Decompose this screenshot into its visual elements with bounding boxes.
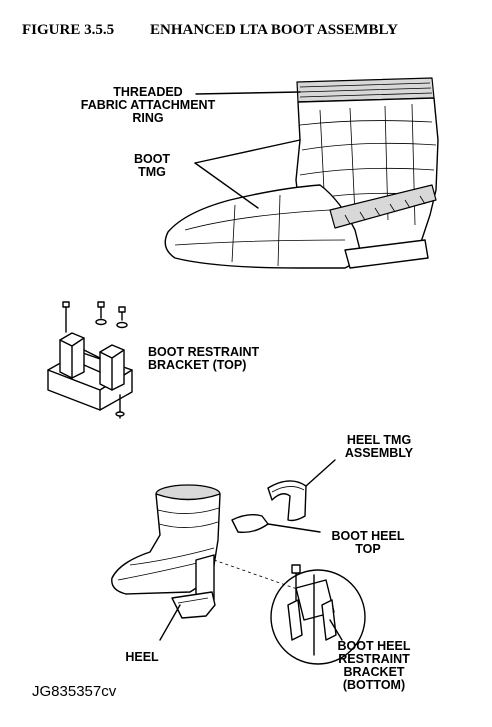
- drawing-code: JG835357cv: [32, 683, 117, 700]
- label-heel: HEEL: [125, 650, 159, 664]
- label-threaded-fabric-attachment-ring: THREADED FABRIC ATTACHMENT RING: [80, 85, 216, 125]
- label-boot-heel-top: BOOT HEEL TOP: [331, 529, 405, 556]
- figure-title: FIGURE 3.5.5 ENHANCED LTA BOOT ASSEMBLY: [22, 22, 482, 39]
- figure-caption: ENHANCED LTA BOOT ASSEMBLY: [150, 22, 399, 38]
- label-boot-tmg: BOOT TMG: [133, 152, 171, 179]
- boot-tmg-illustration: [164, 77, 439, 269]
- boot-heel-illustration: [111, 459, 366, 665]
- label-boot-heel-restraint-bracket-bottom: BOOT HEEL RESTRAINT BRACKET (BOTTOM): [337, 639, 411, 692]
- label-heel-tmg-assembly: HEEL TMG ASSEMBLY: [344, 433, 414, 460]
- label-boot-restraint-bracket-top: BOOT RESTRAINT BRACKET (TOP): [148, 345, 260, 372]
- restraint-bracket-top-illustration: [47, 301, 133, 419]
- figure-number: FIGURE 3.5.5: [22, 22, 115, 38]
